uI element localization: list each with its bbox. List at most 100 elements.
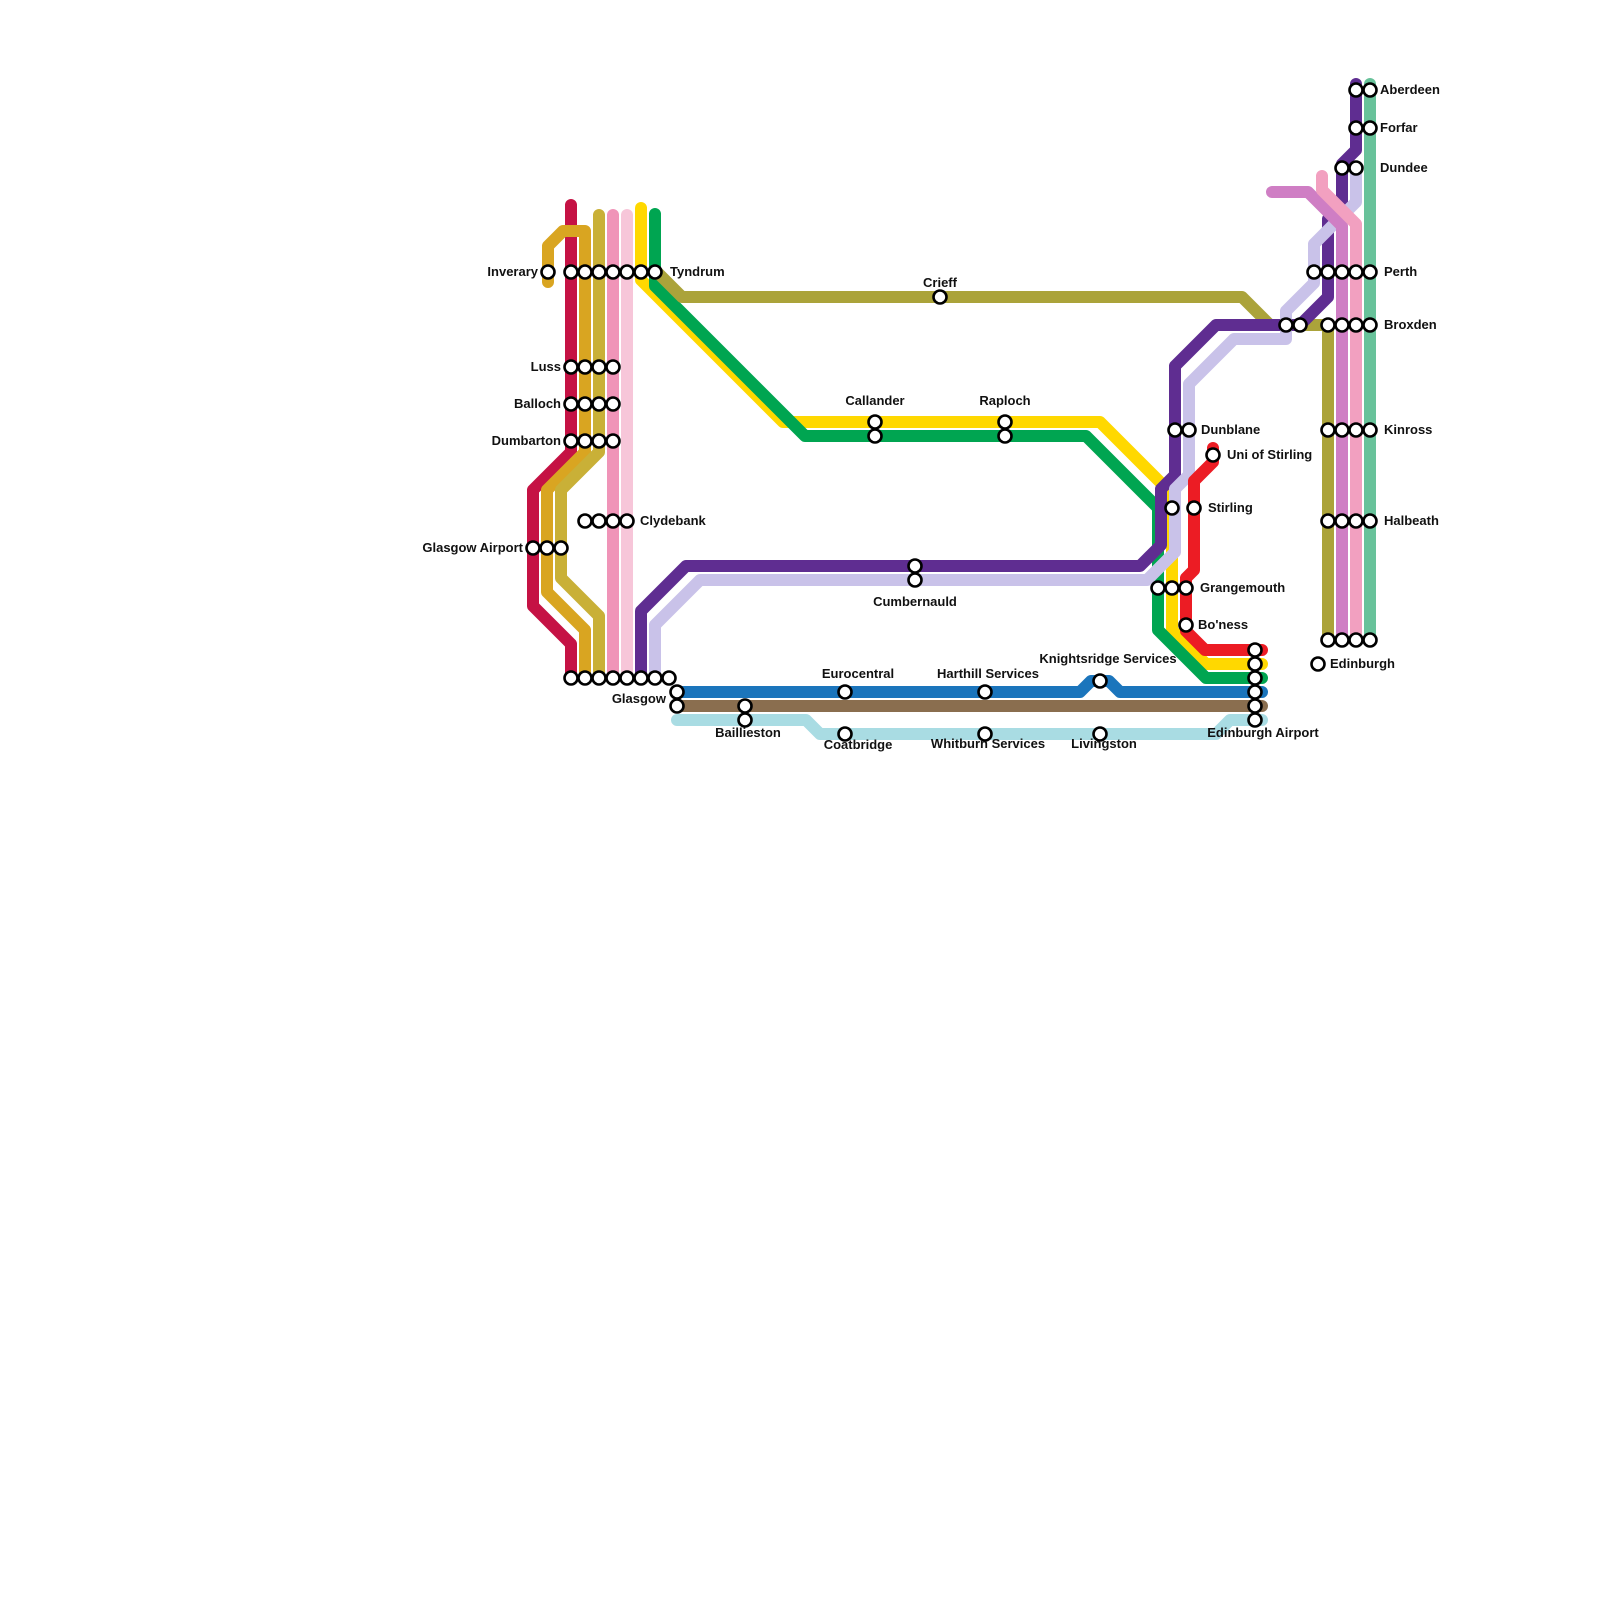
- station-dot-luss: [563, 359, 579, 375]
- station-dot-perth: [1334, 264, 1350, 280]
- station-label-stirling: Stirling: [1208, 500, 1253, 515]
- station-dot-edinburgh: [1247, 684, 1263, 700]
- station-label-clydebank: Clydebank: [640, 513, 707, 528]
- station-dot-raploch: [997, 414, 1013, 430]
- station-dot-tyndrum: [647, 264, 663, 280]
- route-lavender-line: [649, 162, 1362, 684]
- station-dot-knightsridge-services: [1092, 673, 1108, 689]
- station-dot-grangemouth: [1150, 580, 1166, 596]
- station-dot-livingston: [1092, 726, 1108, 742]
- station-label-grangemouth: Grangemouth: [1200, 580, 1285, 595]
- station-dot-broxden: [1320, 317, 1336, 333]
- station-dot-tyndrum: [591, 264, 607, 280]
- station-dot-glasgow-terminus-row: [563, 670, 579, 686]
- station-dot-boness: [1178, 617, 1194, 633]
- station-dot-halbeath: [1320, 513, 1336, 529]
- station-dot-uni-of-stirling: [1205, 447, 1221, 463]
- station-dot-edinburgh: [1247, 698, 1263, 714]
- station-dot-callander: [867, 428, 883, 444]
- station-dot-broxden: [1292, 317, 1308, 333]
- station-dot-dumbarton: [577, 433, 593, 449]
- station-label-glasgow-airport: Glasgow Airport: [422, 540, 523, 555]
- station-dot-luss: [577, 359, 593, 375]
- station-label-tyndrum: Tyndrum: [670, 264, 725, 279]
- station-label-harthill-services: Harthill Services: [937, 666, 1039, 681]
- station-dot-perth: [1306, 264, 1322, 280]
- station-label-broxden: Broxden: [1384, 317, 1437, 332]
- station-dot-clydebank: [619, 513, 635, 529]
- station-dot-glasgow-terminus-row: [605, 670, 621, 686]
- station-dot-glasgow: [669, 698, 685, 714]
- station-dot-callander: [867, 414, 883, 430]
- station-label-inverary: Inverary: [487, 264, 538, 279]
- station-label-luss: Luss: [531, 359, 561, 374]
- station-dot-glasgow-terminus-row: [633, 670, 649, 686]
- station-dot-grangemouth: [1164, 580, 1180, 596]
- station-dot-east-terminus-row: [1362, 632, 1378, 648]
- station-dot-kinross: [1348, 422, 1364, 438]
- station-label-forfar: Forfar: [1380, 120, 1418, 135]
- station-dot-baillieston: [737, 712, 753, 728]
- station-dot-forfar: [1362, 120, 1378, 136]
- station-dot-clydebank: [591, 513, 607, 529]
- station-dot-forfar: [1348, 120, 1364, 136]
- station-dot-perth: [1348, 264, 1364, 280]
- station-dot-dunblane: [1181, 422, 1197, 438]
- station-dot-luss: [591, 359, 607, 375]
- station-label-balloch: Balloch: [514, 396, 561, 411]
- station-dot-cumbernauld: [907, 558, 923, 574]
- station-label-coatbridge: Coatbridge: [824, 737, 893, 752]
- station-label-callander: Callander: [845, 393, 904, 408]
- route-olive-line: [651, 266, 1334, 646]
- station-dot-clydebank: [605, 513, 621, 529]
- station-dot-whitburn-services: [977, 726, 993, 742]
- station-label-dundee: Dundee: [1380, 160, 1428, 175]
- station-dot-aberdeen: [1348, 82, 1364, 98]
- station-dot-dumbarton: [605, 433, 621, 449]
- station-dot-tyndrum: [605, 264, 621, 280]
- station-dot-tyndrum: [619, 264, 635, 280]
- station-dot-broxden: [1348, 317, 1364, 333]
- station-label-whitburn-services: Whitburn Services: [931, 736, 1045, 751]
- station-dot-glasgow-airport: [539, 540, 555, 556]
- station-label-baillieston: Baillieston: [715, 725, 781, 740]
- station-label-knightsridge-services: Knightsridge Services: [1039, 651, 1176, 666]
- station-label-raploch: Raploch: [979, 393, 1030, 408]
- station-dot-edinburgh: [1247, 656, 1263, 672]
- station-dot-perth: [1320, 264, 1336, 280]
- station-dot-dumbarton: [563, 433, 579, 449]
- station-dot-coatbridge: [837, 726, 853, 742]
- station-dot-stirling: [1186, 500, 1202, 516]
- station-label-dunblane: Dunblane: [1201, 422, 1260, 437]
- station-dot-halbeath: [1362, 513, 1378, 529]
- station-dot-inverary: [540, 264, 556, 280]
- route-lightblue-line: [671, 714, 1268, 740]
- station-dot-luss: [605, 359, 621, 375]
- route-green-line: [649, 208, 1268, 684]
- station-dot-clydebank: [577, 513, 593, 529]
- route-blue-line: [671, 675, 1268, 698]
- station-label-eurocentral: Eurocentral: [822, 666, 894, 681]
- route-red-line: [1180, 442, 1268, 656]
- route-amber-line: [555, 209, 605, 684]
- station-dot-perth: [1362, 264, 1378, 280]
- station-dot-glasgow-terminus-row: [577, 670, 593, 686]
- station-dot-glasgow: [669, 684, 685, 700]
- station-dot-balloch: [577, 396, 593, 412]
- station-dot-glasgow-terminus-row: [591, 670, 607, 686]
- station-dot-harthill-services: [977, 684, 993, 700]
- station-dot-broxden: [1362, 317, 1378, 333]
- station-label-livingston: Livingston: [1071, 736, 1137, 751]
- station-dot-balloch: [563, 396, 579, 412]
- station-label-edinburgh: Edinburgh: [1330, 656, 1395, 671]
- station-dot-dundee: [1334, 160, 1350, 176]
- station-dot-aberdeen: [1362, 82, 1378, 98]
- station-dot-tyndrum: [563, 264, 579, 280]
- station-label-halbeath: Halbeath: [1384, 513, 1439, 528]
- station-dot-halbeath: [1334, 513, 1350, 529]
- station-dot-glasgow-terminus-row: [619, 670, 635, 686]
- station-dot-raploch: [997, 428, 1013, 444]
- station-dot-glasgow-terminus-row: [661, 670, 677, 686]
- station-dot-tyndrum: [577, 264, 593, 280]
